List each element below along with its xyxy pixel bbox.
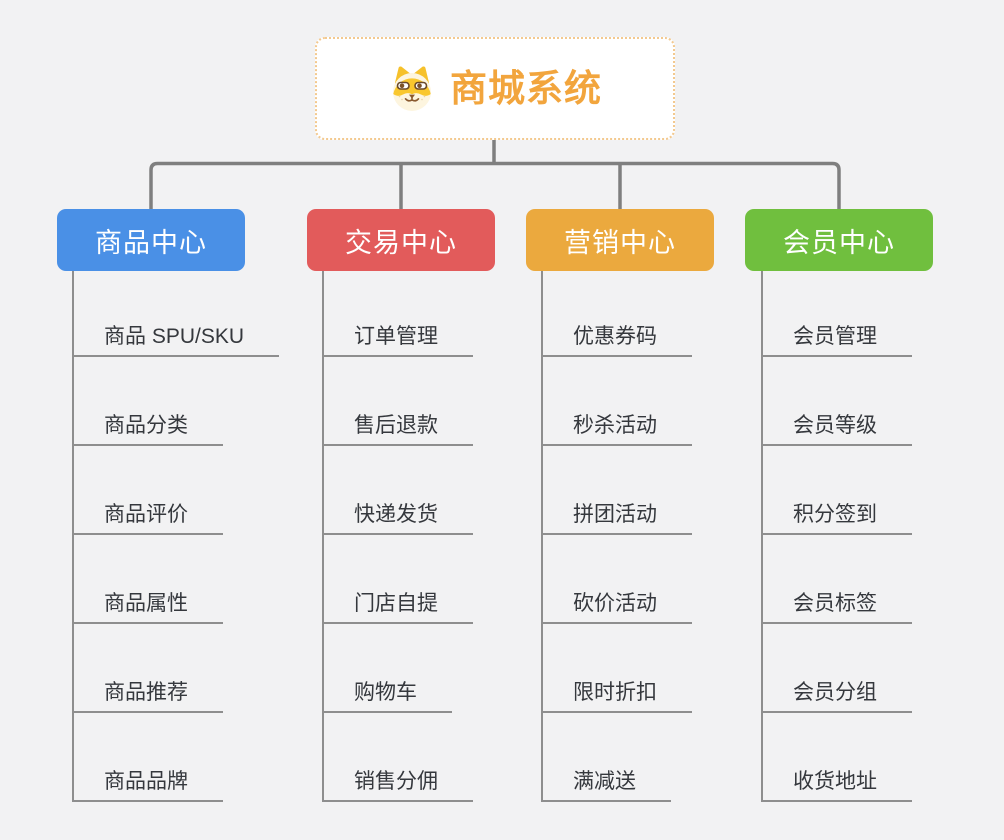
subtopic[interactable]: 商品 SPU/SKU [72,317,280,357]
branch-member-center[interactable]: 会员中心 [745,209,933,271]
subtopic[interactable]: 商品分类 [72,406,223,446]
branch-child-connector [322,271,324,802]
branch-label: 商品中心 [95,227,207,258]
subtopic[interactable]: 订单管理 [322,317,473,357]
branch-label: 交易中心 [345,227,457,258]
shiba-dog-icon [393,66,431,111]
root-topic-title: 商城系统 [450,68,602,109]
subtopic[interactable]: 销售分佣 [322,762,473,802]
subtopic[interactable]: 满减送 [541,762,671,802]
branch-trade-center[interactable]: 交易中心 [307,209,495,271]
subtopic[interactable]: 商品评价 [72,495,223,535]
branch-child-connector [541,271,543,802]
subtopic[interactable]: 优惠券码 [541,317,692,357]
subtopic[interactable]: 拼团活动 [541,495,692,535]
subtopic[interactable]: 砍价活动 [541,584,692,624]
subtopic[interactable]: 秒杀活动 [541,406,692,446]
subtopic[interactable]: 会员分组 [761,673,912,713]
subtopic[interactable]: 购物车 [322,673,452,713]
branch-marketing-center[interactable]: 营销中心 [526,209,714,271]
branch-child-connector [72,271,74,802]
subtopic[interactable]: 收货地址 [761,762,912,802]
subtopic[interactable]: 限时折扣 [541,673,692,713]
subtopic[interactable]: 会员标签 [761,584,912,624]
branch-label: 营销中心 [564,227,676,258]
branch-label: 会员中心 [783,227,895,258]
branch-product-center[interactable]: 商品中心 [57,209,245,271]
subtopic[interactable]: 商品推荐 [72,673,223,713]
subtopic[interactable]: 积分签到 [761,495,912,535]
branch-child-connector [761,271,763,802]
subtopic[interactable]: 快递发货 [322,495,473,535]
subtopic[interactable]: 会员管理 [761,317,912,357]
subtopic[interactable]: 门店自提 [322,584,473,624]
root-topic[interactable]: 商城系统 [315,37,675,140]
subtopic[interactable]: 商品品牌 [72,762,223,802]
subtopic[interactable]: 售后退款 [322,406,473,446]
subtopic[interactable]: 会员等级 [761,406,912,446]
subtopic[interactable]: 商品属性 [72,584,223,624]
